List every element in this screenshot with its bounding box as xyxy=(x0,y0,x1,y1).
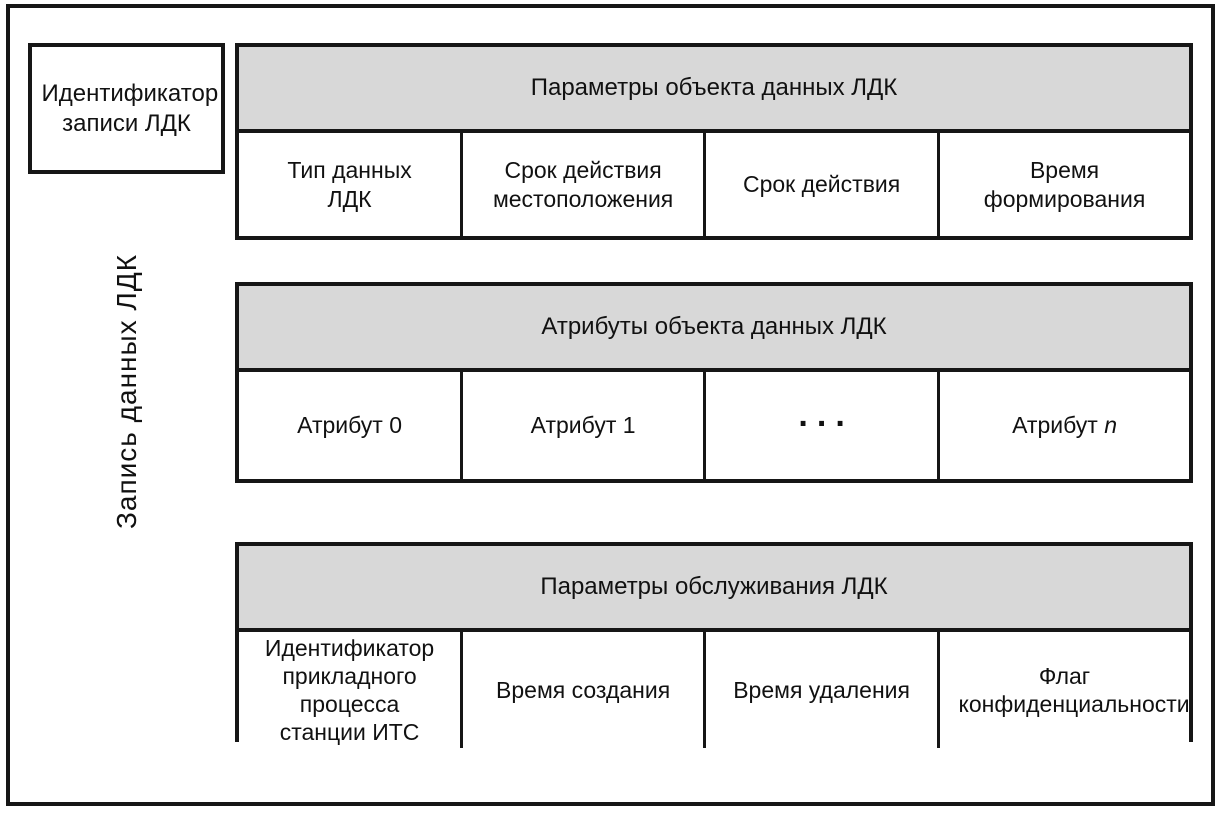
service-params-row: Идентификатор прикладного процесса станц… xyxy=(239,632,1190,749)
cell-label: Идентификатор прикладного процесса станц… xyxy=(264,635,435,746)
cell-label: Срок действия местоположения xyxy=(492,157,674,212)
cell-label: Срок действия xyxy=(742,171,901,198)
table-cell: Время удаления xyxy=(703,632,938,749)
table-cell: Срок действия местоположения xyxy=(460,133,704,236)
table-cell: Атрибут 1 xyxy=(460,372,704,479)
table-cell: ... xyxy=(703,372,938,479)
table-cell: Время формирования xyxy=(937,133,1189,236)
object-params-header: Параметры объекта данных ЛДК xyxy=(239,47,1189,133)
cell-label: Атрибут 1 xyxy=(530,412,636,439)
attributes-header: Атрибуты объекта данных ЛДК xyxy=(239,286,1189,372)
cell-label: Атрибут n xyxy=(1012,411,1117,439)
attributes-table: Атрибуты объекта данных ЛДК Атрибут 0 Ат… xyxy=(235,282,1193,483)
record-id-box: Идентификатор записи ЛДК xyxy=(28,43,225,174)
object-params-table: Параметры объекта данных ЛДК Тип данных … xyxy=(235,43,1193,240)
record-side-label: Запись данных ЛДК xyxy=(111,253,142,529)
table-cell: Идентификатор прикладного процесса станц… xyxy=(239,632,461,749)
table-cell: Время создания xyxy=(460,632,704,749)
object-params-row: Тип данных ЛДК Срок действия местоположе… xyxy=(239,133,1189,236)
service-params-header: Параметры обслуживания ЛДК xyxy=(239,546,1189,632)
attributes-row: Атрибут 0 Атрибут 1 ... Атрибут n xyxy=(239,372,1189,479)
cell-label: Тип данных ЛДК xyxy=(287,157,412,212)
cell-label-variable: n xyxy=(1104,412,1117,439)
table-cell: Тип данных ЛДК xyxy=(239,133,461,236)
table-cell: Срок действия xyxy=(703,133,938,236)
table-cell: Атрибут n xyxy=(937,372,1189,479)
cell-label: Время формирования xyxy=(983,157,1146,212)
cell-label: Флаг конфиденциальности xyxy=(958,663,1190,718)
service-params-table: Параметры обслуживания ЛДК Идентификатор… xyxy=(235,542,1193,749)
record-id-label: Идентификатор записи ЛДК xyxy=(41,79,219,137)
ellipsis-label: ... xyxy=(798,395,854,434)
table-cell: Флаг конфиденциальности xyxy=(937,632,1190,749)
cell-label-prefix: Атрибут xyxy=(1012,412,1098,439)
table-cell: Атрибут 0 xyxy=(239,372,461,479)
cell-label: Время создания xyxy=(496,677,671,704)
cell-label: Атрибут 0 xyxy=(297,412,403,439)
cell-label: Время удаления xyxy=(733,677,910,704)
